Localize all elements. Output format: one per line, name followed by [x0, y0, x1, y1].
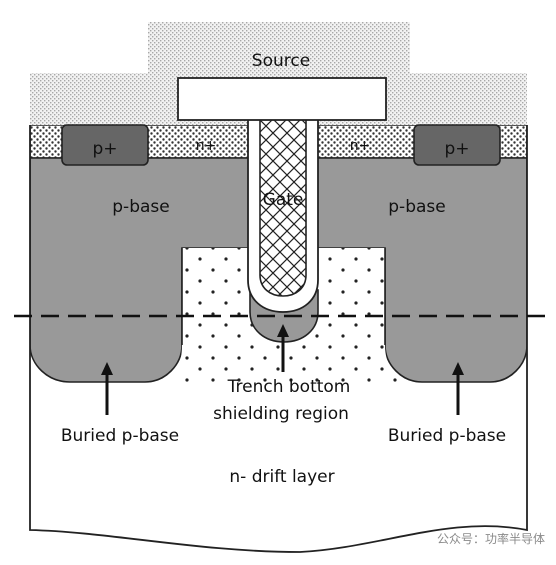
source-label: Source	[252, 51, 310, 71]
buried-p-base-left-label: Buried p-base	[61, 426, 179, 446]
n-plus-right-label: n+	[350, 138, 371, 154]
trench-bottom-label-line1: Trench bottom	[227, 377, 351, 397]
p-base-right-label: p-base	[388, 197, 445, 217]
arrow-buried-right	[452, 362, 464, 415]
p-plus-left-label: p+	[92, 139, 117, 159]
watermark-text: 公众号：功率半导体	[437, 531, 545, 546]
p-plus-left-region	[61, 124, 149, 166]
p-base-left-label: p-base	[112, 197, 169, 217]
trench-bottom-label-line2: shielding region	[213, 404, 349, 424]
arrow-trench-bottom	[277, 324, 289, 372]
drift-layer-label: n- drift layer	[229, 467, 334, 487]
arrow-buried-left	[101, 362, 113, 415]
gate-poly	[259, 117, 307, 297]
gate-label: Gate	[263, 190, 304, 210]
p-plus-right-label: p+	[444, 139, 469, 159]
p-plus-right-region	[413, 124, 501, 166]
source-metal	[30, 22, 527, 125]
interlayer-dielectric	[177, 77, 387, 121]
substrate-outline	[29, 125, 528, 553]
buried-p-base-right-label: Buried p-base	[388, 426, 506, 446]
n-plus-left-label: n+	[196, 138, 217, 154]
